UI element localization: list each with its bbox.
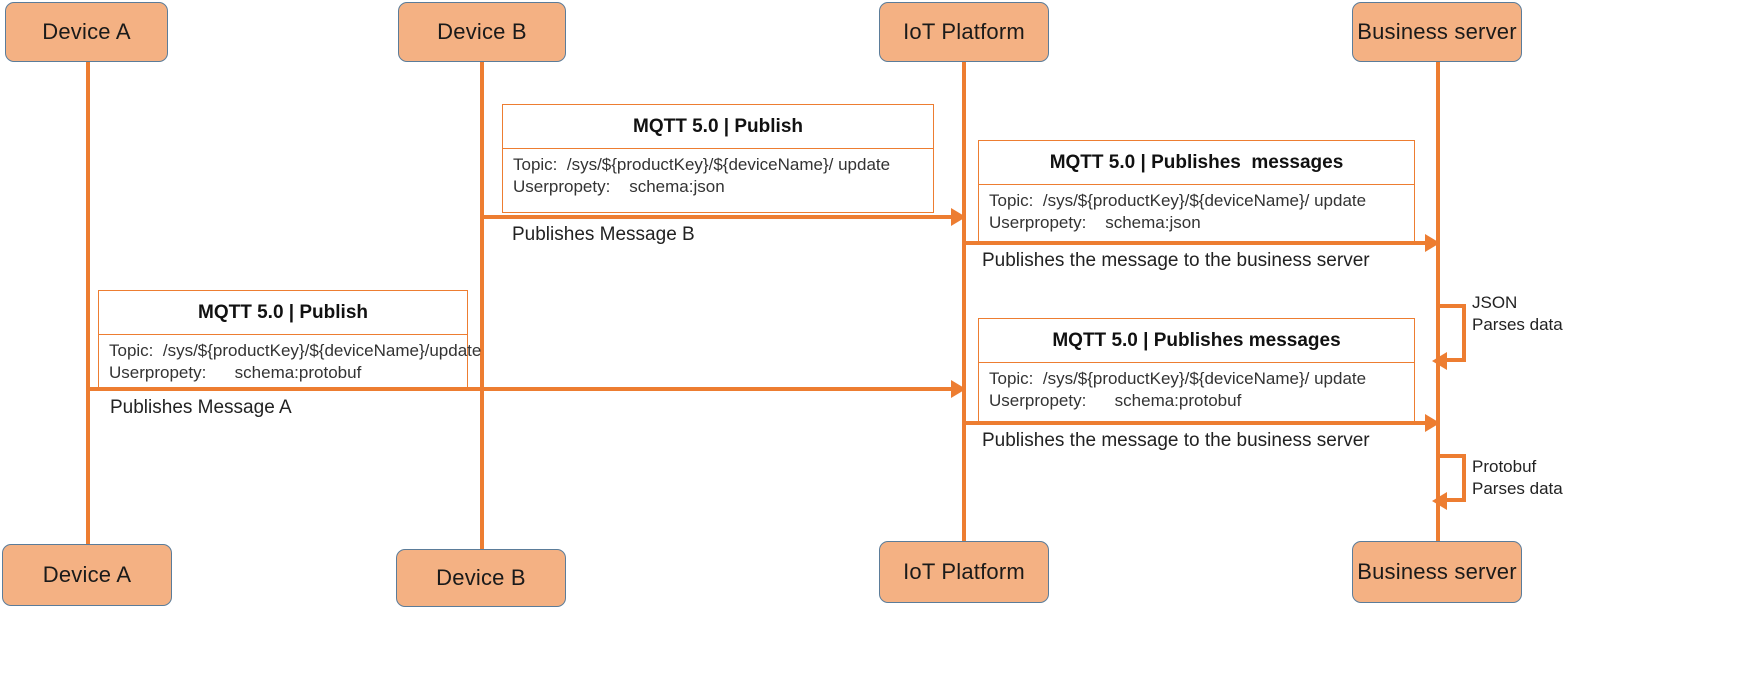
message-box-device-a-publish: MQTT 5.0 | Publish Topic: /sys/${product… bbox=[98, 290, 482, 391]
actor-bottom-device-b[interactable]: Device B bbox=[396, 549, 566, 607]
message-box-iot-to-server-protobuf: MQTT 5.0 | Publishes messages Topic: /sy… bbox=[978, 318, 1415, 423]
actor-label: Device B bbox=[436, 565, 526, 590]
arrow-publishes-to-business-server-protobuf bbox=[964, 421, 1440, 425]
self-loop-line-2: Parses data bbox=[1472, 479, 1563, 499]
message-header: MQTT 5.0 | Publishes messages bbox=[979, 319, 1414, 363]
self-loop-label-json-parse: JSON Parses data bbox=[1472, 292, 1563, 337]
message-header: MQTT 5.0 | Publish bbox=[503, 105, 933, 149]
arrow-publishes-to-business-server-json bbox=[964, 241, 1440, 245]
message-topic: Topic: /sys/${productKey}/${deviceName}/… bbox=[989, 369, 1367, 388]
self-loop-label-protobuf-parse: Protobuf Parses data bbox=[1472, 456, 1563, 501]
message-userpropety: Userpropety: schema:json bbox=[513, 177, 725, 197]
message-box-iot-to-server-json: MQTT 5.0 | Publishes messages Topic: /sy… bbox=[978, 140, 1415, 244]
message-topic: Topic: /sys/${productKey}/${deviceName}/… bbox=[989, 191, 1367, 210]
lifeline-device-b bbox=[480, 62, 484, 549]
message-details: Topic: /sys/${productKey}/${deviceName}/… bbox=[979, 363, 1414, 419]
lifeline-iot-platform bbox=[962, 62, 966, 541]
message-userpropety: Userpropety: schema:protobuf bbox=[989, 391, 1242, 411]
arrow-label-publishes-message-b: Publishes Message B bbox=[512, 224, 695, 245]
message-details: Topic: /sys/${productKey}/${deviceName}/… bbox=[503, 149, 933, 205]
arrowhead-publishes-message-a bbox=[951, 380, 966, 398]
arrowhead-json-parse bbox=[1432, 352, 1447, 370]
arrow-publishes-message-b bbox=[482, 215, 964, 219]
lifeline-business-server bbox=[1436, 62, 1440, 541]
actor-label: IoT Platform bbox=[903, 559, 1025, 584]
message-userpropety: Userpropety: schema:json bbox=[989, 213, 1201, 233]
arrow-publishes-message-a bbox=[88, 387, 964, 391]
arrowhead-publishes-to-business-server-protobuf bbox=[1425, 414, 1440, 432]
actor-label: Business server bbox=[1357, 559, 1517, 584]
actor-label: Business server bbox=[1357, 19, 1517, 44]
arrow-label-publishes-message-a: Publishes Message A bbox=[110, 397, 292, 418]
actor-top-business-server[interactable]: Business server bbox=[1352, 2, 1522, 62]
actor-label: Device A bbox=[42, 562, 132, 587]
arrowhead-protobuf-parse bbox=[1432, 492, 1447, 510]
message-details: Topic: /sys/${productKey}/${deviceName}/… bbox=[979, 185, 1414, 241]
message-box-device-b-publish: MQTT 5.0 | Publish Topic: /sys/${product… bbox=[502, 104, 934, 213]
message-details: Topic: /sys/${productKey}/${deviceName}/… bbox=[99, 335, 482, 391]
actor-top-device-b[interactable]: Device B bbox=[398, 2, 566, 62]
actor-bottom-iot-platform[interactable]: IoT Platform bbox=[879, 541, 1049, 603]
arrow-label-publishes-to-business-server-protobuf: Publishes the message to the business se… bbox=[982, 430, 1370, 451]
arrowhead-publishes-message-b bbox=[951, 208, 966, 226]
arrowhead-publishes-to-business-server-json bbox=[1425, 234, 1440, 252]
actor-label: Device A bbox=[42, 19, 131, 44]
actor-label: Device B bbox=[437, 19, 527, 44]
actor-bottom-business-server[interactable]: Business server bbox=[1352, 541, 1522, 603]
arrow-label-publishes-to-business-server-json: Publishes the message to the business se… bbox=[982, 250, 1370, 271]
self-loop-line-1: Protobuf bbox=[1472, 457, 1537, 476]
self-loop-line-1: JSON bbox=[1472, 293, 1518, 312]
self-loop-line-2: Parses data bbox=[1472, 315, 1563, 335]
message-header: MQTT 5.0 | Publishes messages bbox=[979, 141, 1414, 185]
actor-label: IoT Platform bbox=[903, 19, 1025, 44]
actor-top-device-a[interactable]: Device A bbox=[5, 2, 168, 62]
message-header: MQTT 5.0 | Publish bbox=[99, 291, 467, 335]
self-loop-json-parse bbox=[1438, 304, 1466, 362]
message-topic: Topic: /sys/${productKey}/${deviceName}/… bbox=[109, 341, 482, 360]
lifeline-device-a bbox=[86, 62, 90, 544]
message-topic: Topic: /sys/${productKey}/${deviceName}/… bbox=[513, 155, 891, 174]
self-loop-protobuf-parse bbox=[1438, 454, 1466, 502]
message-userpropety: Userpropety: schema:protobuf bbox=[109, 363, 362, 383]
actor-bottom-device-a[interactable]: Device A bbox=[2, 544, 172, 606]
actor-top-iot-platform[interactable]: IoT Platform bbox=[879, 2, 1049, 62]
